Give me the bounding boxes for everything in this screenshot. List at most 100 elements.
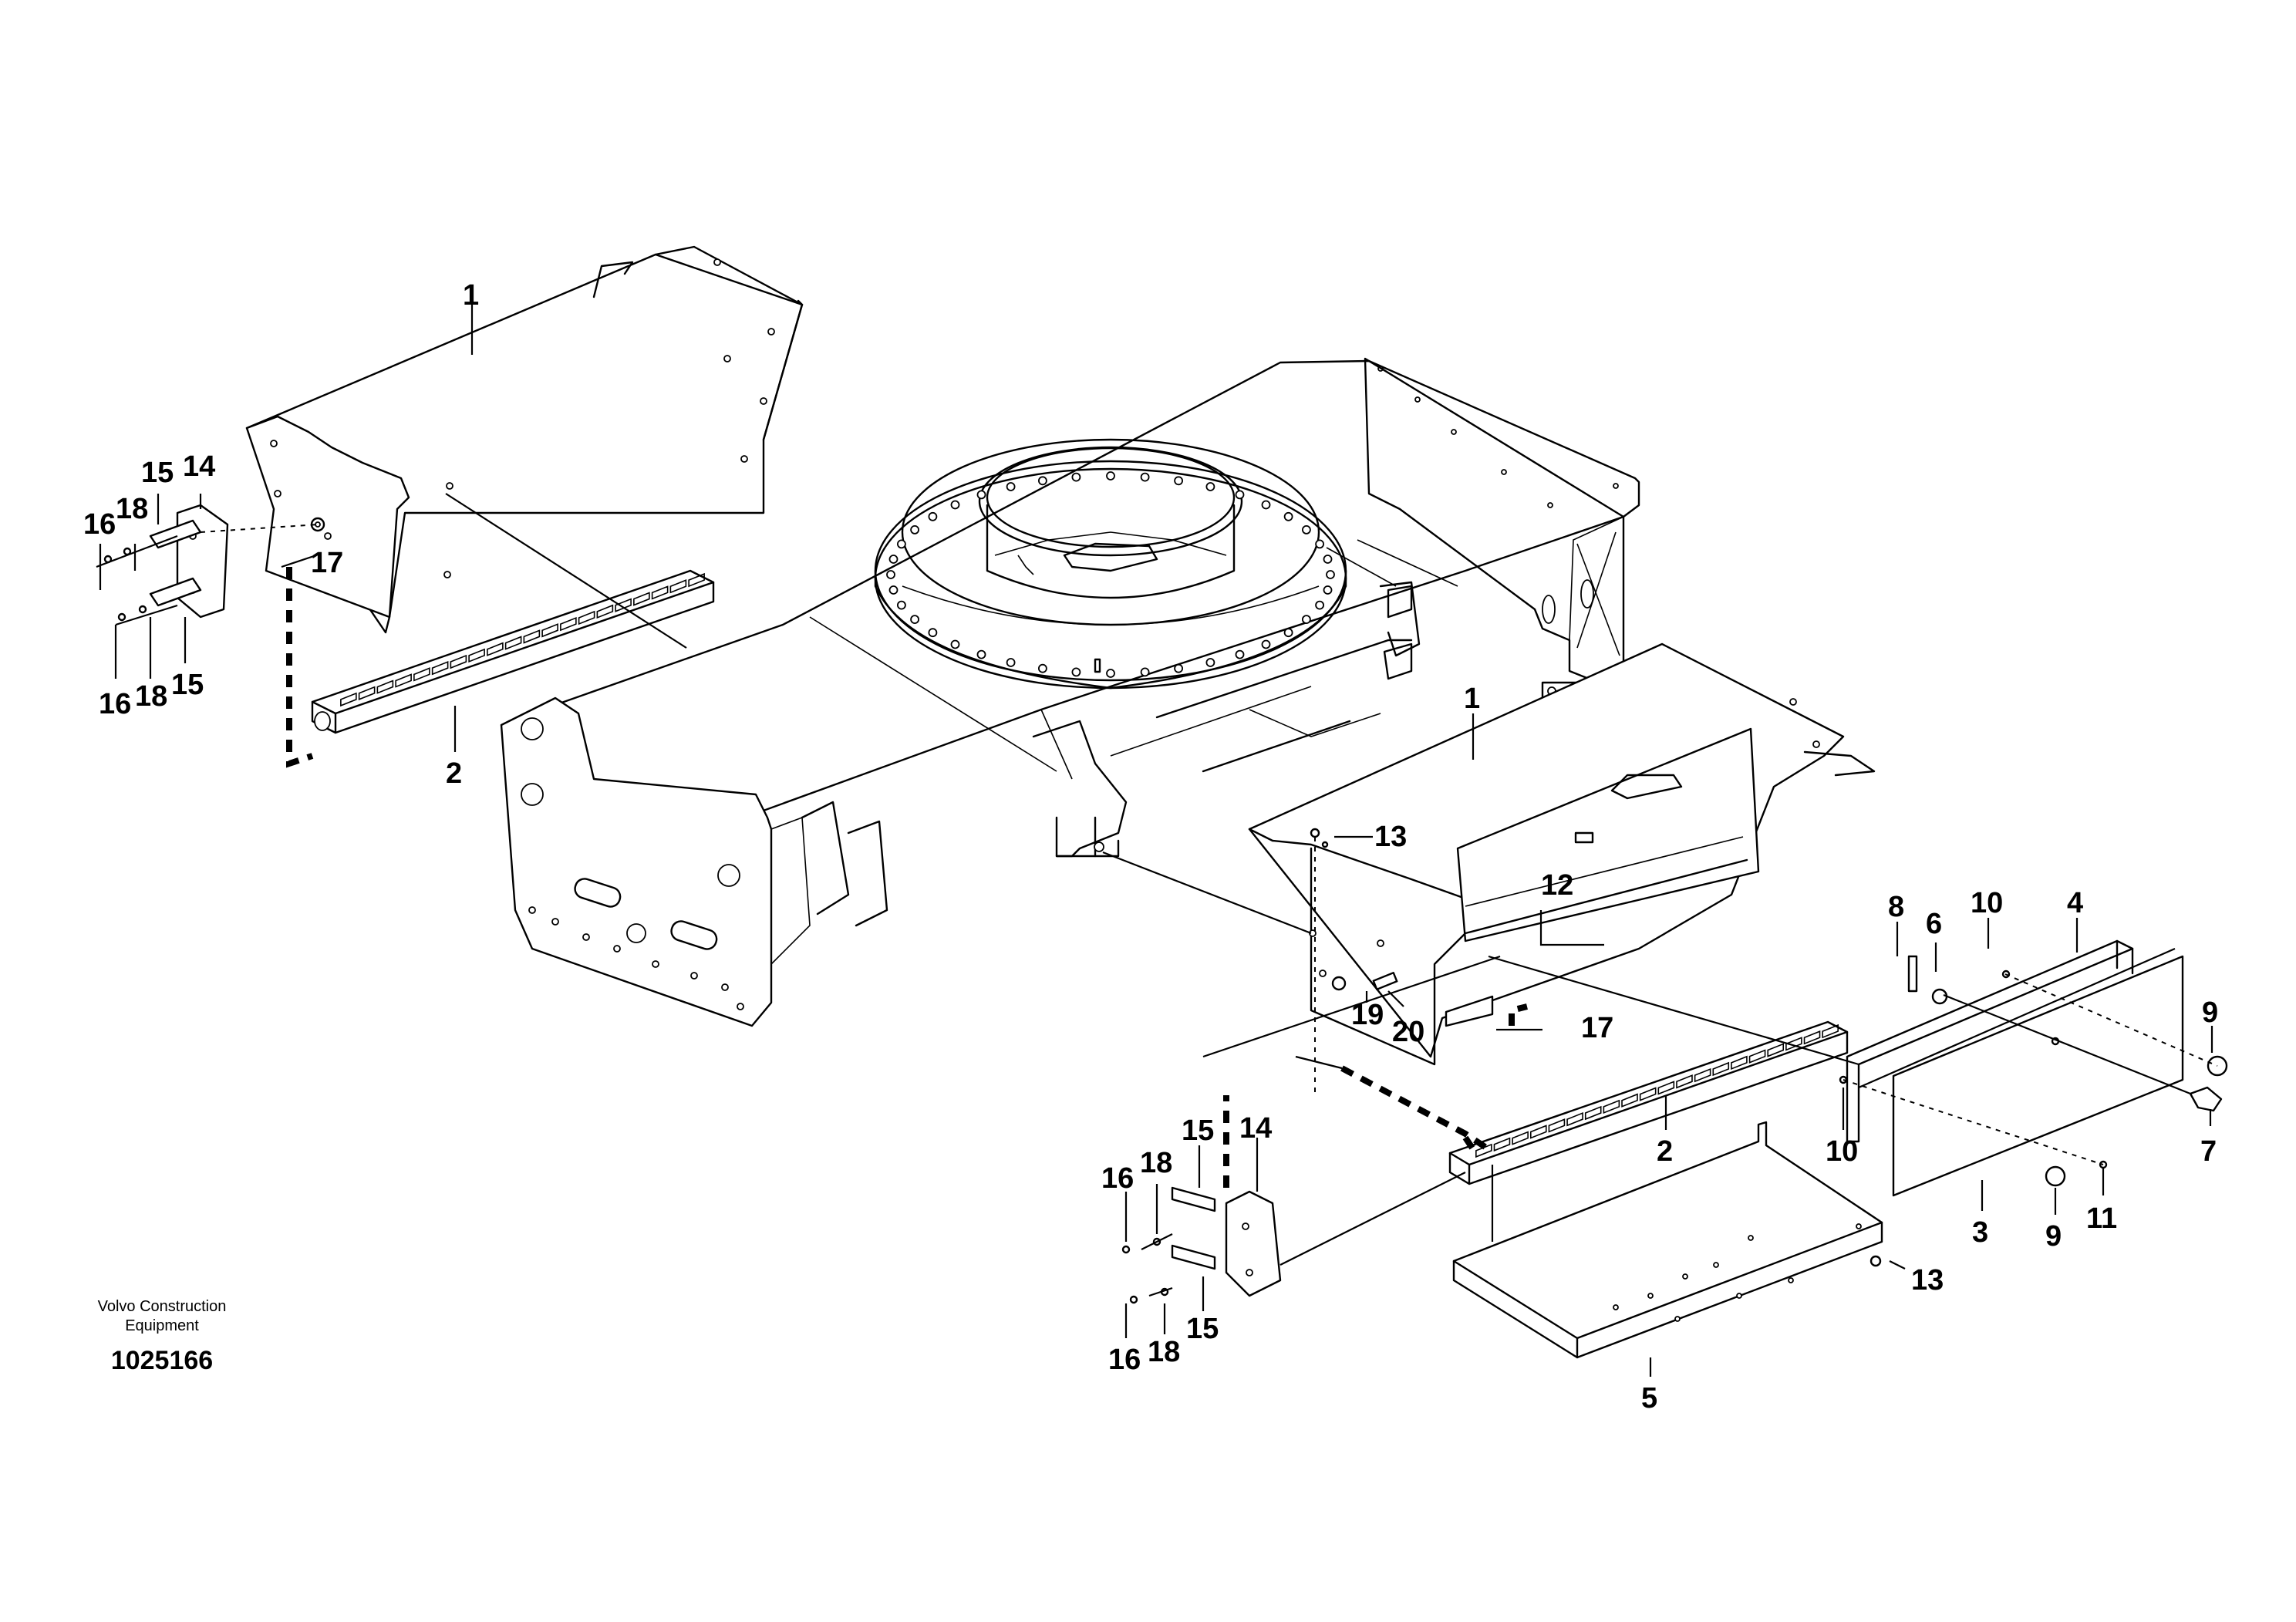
tread-slot	[688, 572, 705, 588]
bolt-hole	[1038, 476, 1047, 486]
bolt-hole	[928, 628, 938, 638]
brand-line-2: Equipment	[125, 1317, 199, 1334]
bolt-hole	[1235, 490, 1245, 500]
tread-slot	[487, 642, 504, 656]
tread-slot	[1639, 1087, 1657, 1101]
bolt-hole	[1071, 667, 1081, 677]
tread-slot	[1566, 1111, 1583, 1127]
tread-slot	[413, 667, 430, 682]
bolt-hole	[1106, 669, 1115, 678]
tread-slot	[1548, 1118, 1566, 1133]
callout-15-left-bottom: 15	[171, 669, 204, 701]
assembly-lines	[96, 493, 2218, 1297]
tread-slot	[1603, 1099, 1620, 1114]
tread-slot	[1512, 1131, 1529, 1145]
bolt-hole	[1174, 663, 1183, 673]
callout-14-left: 14	[183, 450, 215, 483]
tread-slot	[504, 636, 522, 650]
callout-10-bottom: 10	[1826, 1135, 1858, 1168]
document-number: 1025166	[111, 1346, 213, 1375]
tread-slot	[1731, 1055, 1748, 1071]
bolt-hole	[1174, 476, 1183, 486]
tread-slot	[1785, 1037, 1802, 1051]
right-cover-1	[1248, 642, 1876, 1066]
bolt-hole	[1283, 511, 1293, 521]
bolt-hole	[888, 585, 899, 595]
callout-8: 8	[1888, 891, 1904, 923]
tread-slot	[651, 585, 669, 600]
callout-12: 12	[1541, 869, 1573, 902]
callout-7: 7	[2200, 1135, 2217, 1168]
bolt-hole	[928, 511, 938, 521]
callout-15-left-top: 15	[141, 457, 174, 489]
bolt-hole	[1302, 615, 1311, 624]
tread-slot	[340, 692, 357, 707]
bolt-hole	[1326, 570, 1335, 579]
callout-18-right-top: 18	[1140, 1147, 1172, 1179]
callout-5: 5	[1641, 1382, 1657, 1415]
bolt-hole	[1283, 628, 1293, 638]
tread-slot	[431, 660, 449, 676]
bolt-hole	[886, 570, 895, 579]
callout-15-right-top: 15	[1182, 1114, 1214, 1147]
bolt-hole	[1071, 472, 1081, 482]
bolt-hole	[1261, 639, 1271, 649]
right-bracket-14	[1171, 1186, 1282, 1297]
tread-slot	[358, 686, 376, 700]
bolt-hole	[1205, 658, 1215, 667]
tread-slot	[560, 616, 577, 632]
callout-14-right: 14	[1239, 1112, 1272, 1145]
bolt-hole	[1302, 525, 1311, 534]
bolt-hole	[910, 525, 919, 534]
tread-slot	[1748, 1049, 1766, 1064]
tread-slot	[1822, 1023, 1839, 1039]
bolt-hole	[1323, 585, 1333, 595]
callout-13-right-top: 13	[1374, 821, 1407, 853]
callout-1-left: 1	[463, 279, 479, 312]
left-step-2	[311, 569, 715, 734]
callout-17-right: 17	[1581, 1012, 1613, 1044]
bolt-hole	[976, 649, 986, 659]
tread-slot	[450, 654, 467, 669]
callout-2-right: 2	[1657, 1135, 1673, 1168]
callout-labels: 1 2 14 15 16 18 17 16 18 15 1 13 12 19 2…	[83, 279, 2218, 1415]
bolt-hole	[888, 555, 899, 564]
tread-slot	[596, 604, 614, 619]
callout-18-right-bottom: 18	[1148, 1336, 1180, 1368]
callout-4: 4	[2067, 887, 2083, 919]
callout-2-left: 2	[446, 757, 462, 790]
left-bracket-14	[149, 504, 229, 619]
callout-9-top: 9	[2202, 996, 2218, 1029]
bolt-hole	[1038, 663, 1047, 673]
tread-slot	[1621, 1093, 1638, 1108]
bolt-hole	[1235, 649, 1245, 659]
tread-slot	[376, 679, 394, 694]
tread-slot	[1493, 1137, 1511, 1152]
bolt-hole	[1315, 539, 1324, 549]
bolt-hole	[1140, 472, 1150, 482]
tread-slot	[1694, 1067, 1711, 1083]
bolt-hole	[1315, 600, 1324, 610]
callout-16-left-top: 16	[83, 508, 116, 541]
tread-slot	[1475, 1143, 1492, 1158]
callout-16-left-bottom: 16	[99, 688, 131, 720]
tread-slot	[578, 610, 595, 626]
callout-17-left: 17	[311, 547, 343, 579]
tread-slot	[615, 598, 632, 612]
tray-5	[1452, 1121, 1883, 1359]
right-step-2	[1448, 1020, 1849, 1185]
bolt-hole	[1006, 482, 1016, 491]
slewing-ring-bolt-holes	[886, 471, 1335, 678]
bolt-hole	[1323, 555, 1333, 564]
tread-slot	[395, 673, 412, 688]
callout-20: 20	[1392, 1016, 1424, 1048]
callout-11: 11	[2086, 1202, 2117, 1235]
callout-9-bottom: 9	[2045, 1220, 2062, 1253]
callout-19: 19	[1351, 999, 1384, 1031]
tread-slot	[1657, 1081, 1675, 1095]
callout-6: 6	[1926, 908, 1942, 940]
door-3	[1846, 939, 2184, 1197]
tread-slot	[669, 579, 687, 594]
bolt-hole	[1106, 471, 1115, 481]
